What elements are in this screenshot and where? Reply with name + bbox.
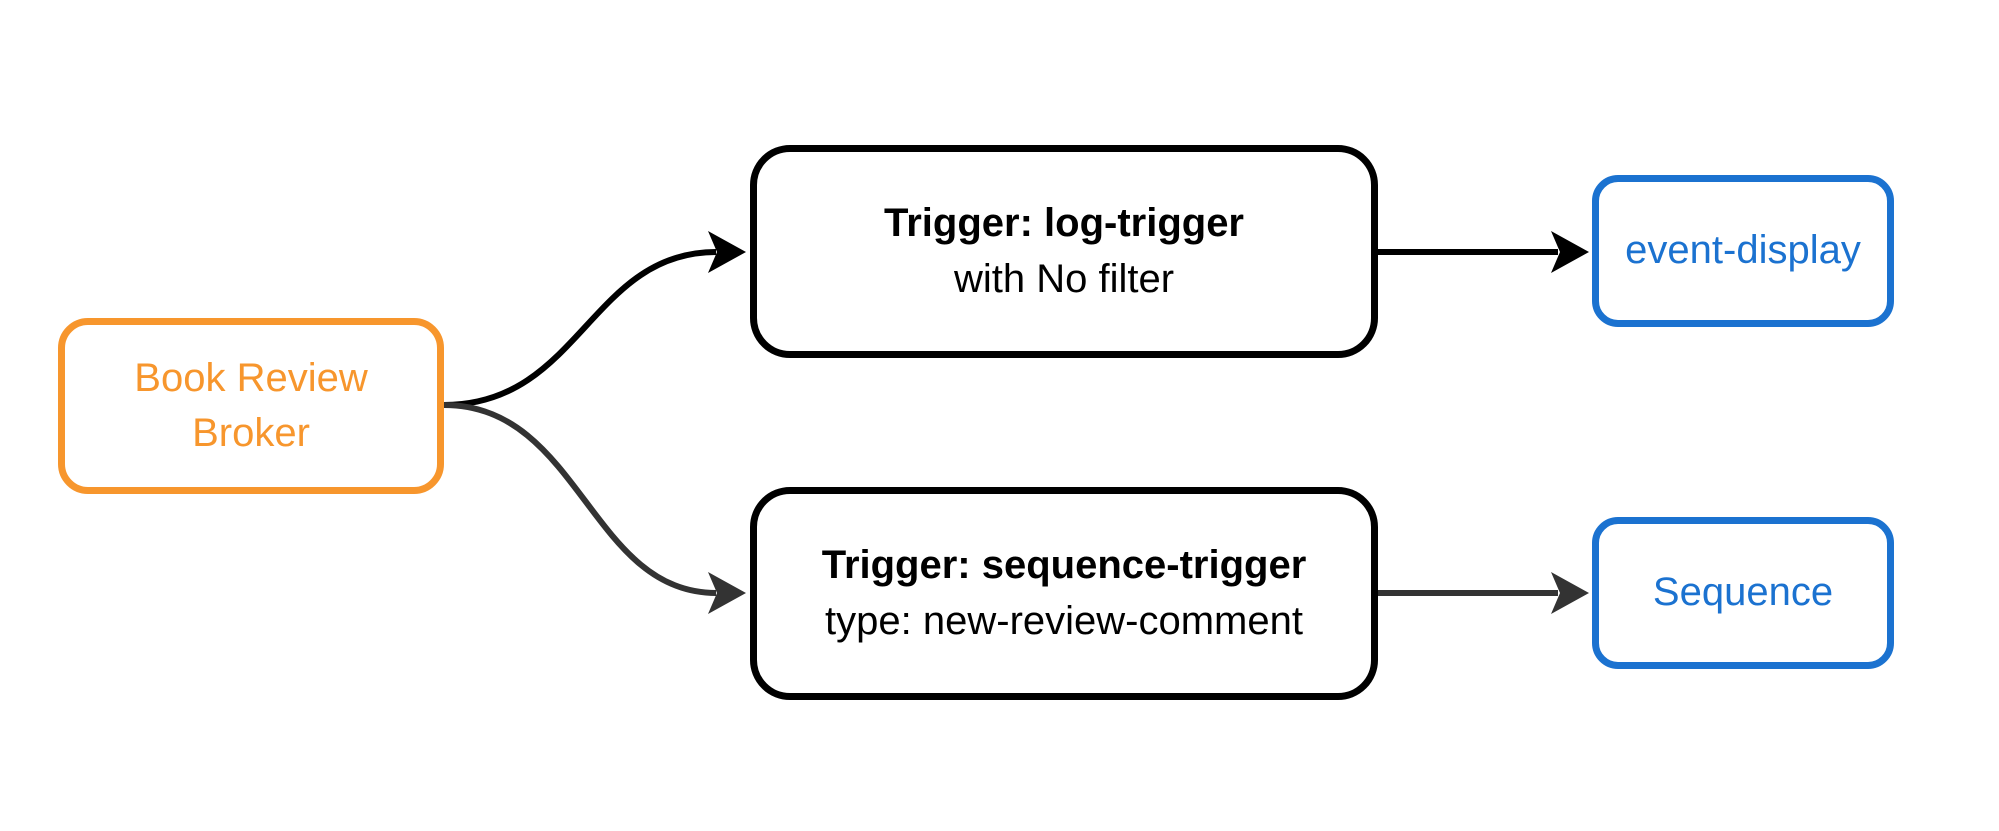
edge-broker-to-log-trigger [443, 249, 717, 408]
trigger-subtitle: with No filter [953, 256, 1175, 301]
trigger-title: Trigger: sequence-trigger [821, 543, 1307, 588]
node-label: event-display [1625, 228, 1861, 273]
arrowhead-log-trigger [708, 231, 746, 273]
arrowhead-sequence [1551, 572, 1589, 614]
node-event-display: event-display [1592, 175, 1894, 327]
node-log-trigger: Trigger: log-trigger with No filter [750, 145, 1378, 358]
arrowhead-sequence-trigger [708, 572, 746, 614]
arrowhead-event-display [1551, 231, 1589, 273]
trigger-title: Trigger: log-trigger [884, 201, 1244, 246]
node-book-review-broker: Book Review Broker [58, 318, 444, 494]
node-sequence-trigger: Trigger: sequence-trigger type: new-revi… [750, 487, 1378, 700]
trigger-subtitle: type: new-review-comment [825, 598, 1303, 643]
node-sequence: Sequence [1592, 517, 1894, 669]
edge-broker-to-sequence-trigger [443, 402, 717, 596]
node-label: Sequence [1652, 570, 1834, 615]
node-label-line: Book Review [134, 355, 368, 400]
node-label-line: Broker [192, 411, 310, 455]
